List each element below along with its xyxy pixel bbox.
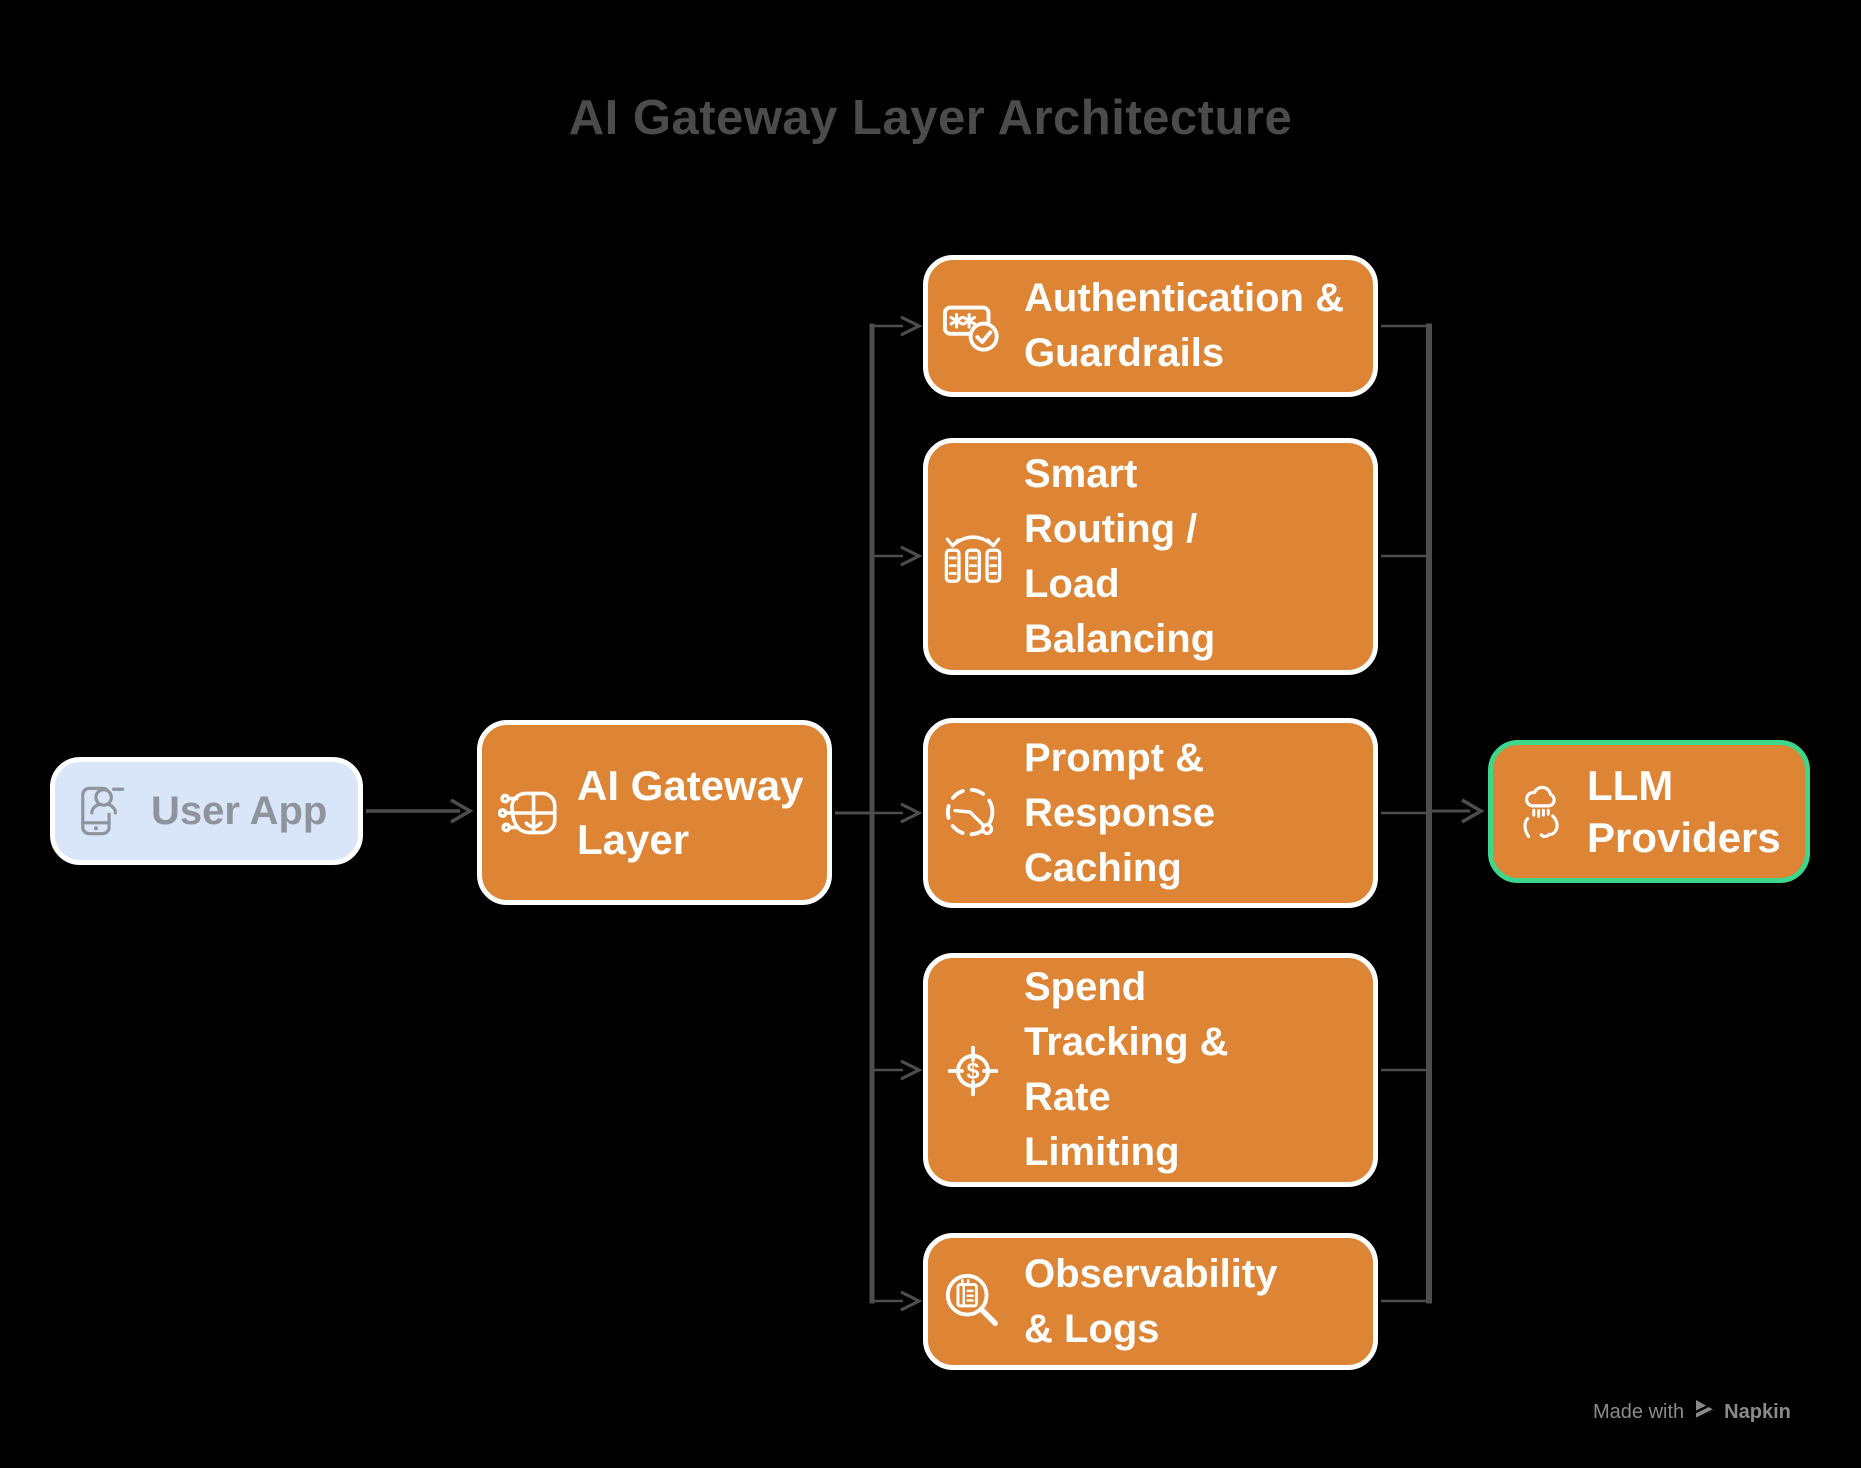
napkin-attribution: Made with Napkin <box>1593 1398 1791 1426</box>
made-with-text: Made with <box>1593 1400 1685 1423</box>
napkin-brand-text: Napkin <box>1724 1400 1791 1423</box>
spend-target-icon: $ <box>942 1039 1004 1101</box>
svg-text:$: $ <box>967 1058 980 1084</box>
node-label: User App <box>151 788 328 833</box>
llm-cloud-head-icon <box>1515 784 1571 840</box>
node-authentication-guardrails: Authentication &Guardrails <box>923 255 1378 397</box>
load-balancer-icon <box>942 526 1004 588</box>
logs-search-icon <box>942 1271 1004 1333</box>
node-label: Observability& Logs <box>1024 1251 1278 1351</box>
ai-gateway-icon <box>498 780 564 846</box>
napkin-logo-icon <box>1692 1398 1716 1427</box>
diagram-title: AI Gateway Layer Architecture <box>568 91 1293 145</box>
phone-user-icon <box>71 782 129 840</box>
node-observability-logs: Observability& Logs <box>923 1233 1378 1370</box>
cache-clock-icon <box>942 782 1004 844</box>
node-label: Authentication &Guardrails <box>1024 276 1344 375</box>
password-check-icon <box>942 295 1004 357</box>
node-user-app: User App <box>50 757 363 865</box>
